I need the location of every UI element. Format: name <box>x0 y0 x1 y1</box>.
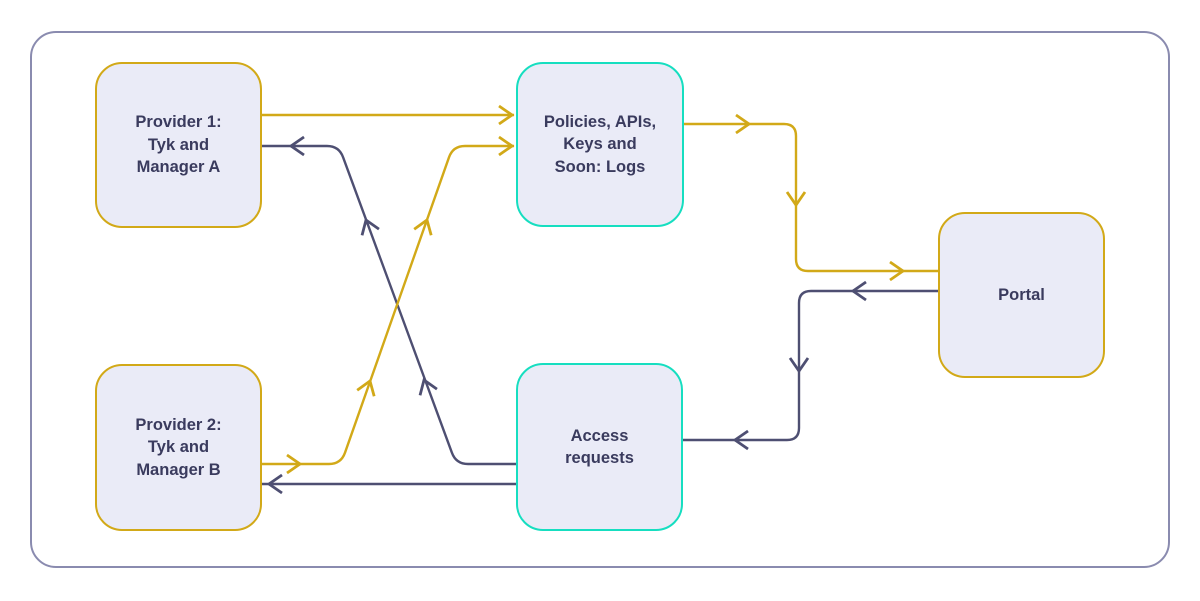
edge-path <box>683 289 938 442</box>
arrowhead-icon <box>498 104 515 126</box>
node-access-requests-label: Access requests <box>565 426 634 467</box>
node-policies-apis-keys: Policies, APIs, Keys and Soon: Logs <box>516 62 684 227</box>
node-provider-2: Provider 2: Tyk and Manager B <box>95 364 262 531</box>
arrowhead-icon <box>288 135 305 157</box>
edge-path <box>262 144 516 466</box>
edge-path <box>684 122 938 273</box>
edge-access-requests-to-provider-1 <box>262 135 516 466</box>
arrowhead-icon <box>735 113 752 135</box>
node-access-requests: Access requests <box>516 363 683 531</box>
arrowhead-icon <box>732 429 749 451</box>
arrowhead-icon <box>360 217 380 236</box>
edge-provider-2-to-policies <box>262 135 515 475</box>
arrowhead-icon <box>788 357 810 374</box>
node-portal: Portal <box>938 212 1105 378</box>
arrowhead-icon <box>850 280 867 302</box>
edge-policies-to-portal <box>684 113 938 282</box>
edge-provider-1-to-policies <box>262 104 515 126</box>
edge-access-requests-to-provider-2 <box>262 473 516 495</box>
node-provider-1-label: Provider 1: Tyk and Manager A <box>135 113 222 177</box>
arrowhead-icon <box>889 260 906 282</box>
node-provider-1: Provider 1: Tyk and Manager A <box>95 62 262 228</box>
arrowhead-icon <box>418 377 438 396</box>
arrowhead-icon <box>356 378 376 397</box>
arrowhead-icon <box>785 191 807 208</box>
arrowhead-icon <box>266 473 283 495</box>
arrowhead-icon <box>498 135 515 157</box>
arrowhead-icon <box>413 217 433 236</box>
edge-portal-to-access-requests <box>683 280 938 451</box>
arrowhead-icon <box>286 453 303 475</box>
node-portal-label: Portal <box>998 285 1045 304</box>
node-provider-2-label: Provider 2: Tyk and Manager B <box>135 415 222 479</box>
node-policies-apis-keys-label: Policies, APIs, Keys and Soon: Logs <box>543 112 657 176</box>
edge-path <box>262 144 514 466</box>
diagram-outer-frame <box>30 31 1170 568</box>
